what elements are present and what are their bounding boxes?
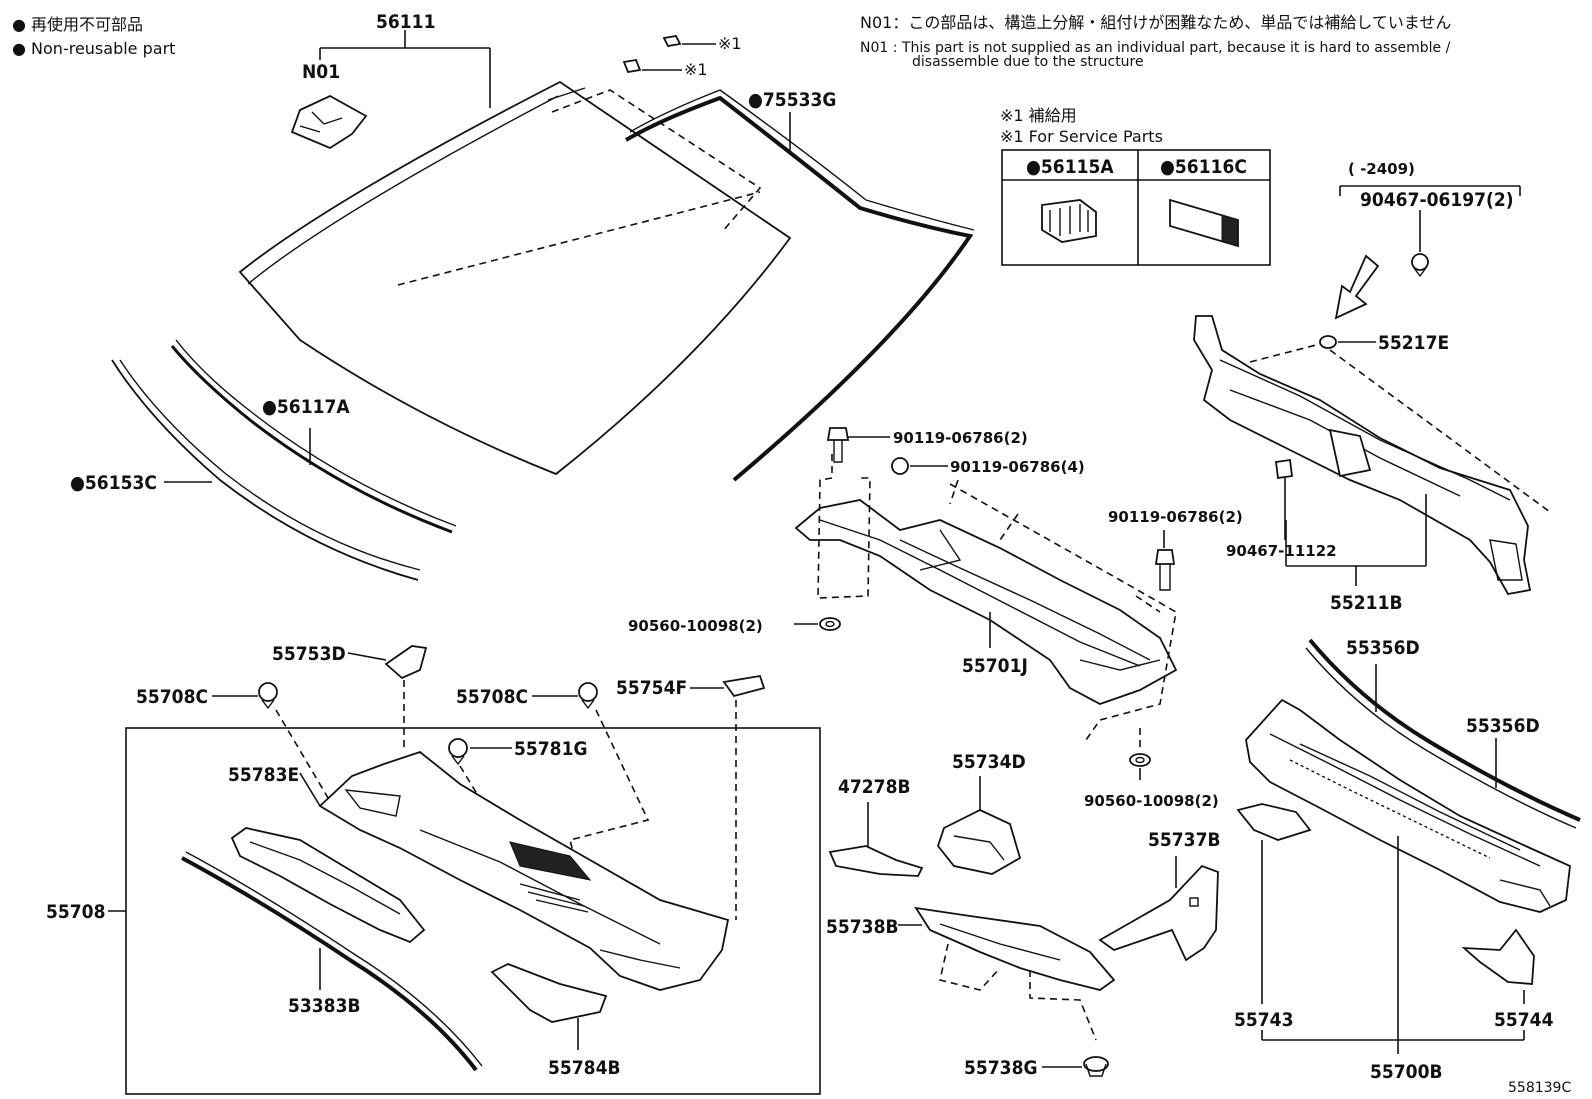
cover-55754f: [722, 674, 766, 698]
label-55356d-top: 55356D: [1346, 637, 1420, 659]
cowl-side-panel-55211b: [1193, 315, 1532, 596]
label-90560-10098-a: 90560-10098(2): [628, 617, 763, 635]
label-90467-06197: 90467-06197(2): [1360, 189, 1514, 211]
label-90119-06786-b: 90119-06786(4): [950, 458, 1085, 476]
bolt-90119-c: [1154, 549, 1176, 591]
bracket-55743: [1236, 803, 1312, 841]
washer-90560-b: [1129, 753, 1151, 767]
label-55708c-left: 55708C: [136, 686, 208, 708]
label-55784b: 55784B: [548, 1057, 621, 1079]
label-56117a: ●56117A: [262, 396, 350, 418]
cowl-top-panel-55701j: [794, 499, 1178, 705]
service-parts-table: ●56115A ●56116C: [1001, 149, 1271, 266]
label-55708c-right: 55708C: [456, 686, 528, 708]
bracket-55744: [1461, 928, 1535, 985]
clip-55708c-left: [258, 682, 278, 710]
service-pad-top: ※1: [662, 34, 742, 53]
label-55781g: 55781G: [514, 738, 588, 760]
bracket-47278b: [828, 845, 924, 877]
mark1-bottom: ※1: [684, 60, 708, 79]
seal-55356d: [1305, 638, 1581, 829]
washer-90560-a: [819, 617, 841, 631]
label-56111: 56111: [376, 11, 435, 33]
label-n01: N01: [302, 61, 340, 83]
bolt-90119-a: [826, 427, 850, 463]
service-pad-bottom: ※1: [622, 58, 708, 79]
bracket-55738b: [914, 906, 1116, 991]
seal-55783e: [230, 827, 426, 944]
label-90119-06786-c: 90119-06786(2): [1108, 508, 1243, 526]
label-55737b: 55737B: [1148, 829, 1221, 851]
label-75533g: ●75533G: [748, 89, 836, 111]
bracket-55737b: [1098, 864, 1219, 962]
label-55754f: 55754F: [616, 677, 687, 699]
label-55738b: 55738B: [826, 916, 899, 938]
cover-55753d: [384, 645, 428, 680]
molding-56153c: [111, 359, 421, 581]
molding-56117a: [170, 339, 457, 534]
label-90467-11122: 90467-11122: [1226, 542, 1337, 560]
legend-en: ● Non-reusable part: [12, 39, 175, 58]
label-56153c: ●56153C: [70, 472, 157, 494]
seal-53383b: [181, 851, 483, 1072]
label-55211b: 55211B: [1330, 592, 1403, 614]
direction-arrow-icon: [1334, 254, 1380, 320]
service-note-jp: ※1 補給用: [1000, 106, 1077, 125]
windshield-glass: [238, 80, 792, 476]
label-90560-10098-b: 90560-10098(2): [1084, 792, 1219, 810]
cowl-panel-55700b: [1245, 698, 1571, 913]
legend-jp: ● 再使用不可部品: [12, 15, 143, 34]
clip-55781g: [448, 738, 468, 766]
label-55701j: 55701J: [962, 655, 1028, 677]
label-55743: 55743: [1234, 1009, 1293, 1031]
weatherstrip-75533g: [624, 89, 975, 482]
service-cell-56115a: ●56115A: [1026, 156, 1114, 178]
service-note-en: ※1 For Service Parts: [1000, 127, 1163, 146]
label-55734d: 55734D: [952, 751, 1026, 773]
label-55783e: 55783E: [228, 764, 299, 786]
label-90119-06786-a: 90119-06786(2): [893, 429, 1028, 447]
label-55753d: 55753D: [272, 643, 346, 665]
service-cell-56116c: ●56116C: [1160, 156, 1247, 178]
tape-56116c-icon: [1169, 198, 1239, 248]
note-n01-en-line1: N01 : This part is not supplied as an in…: [860, 40, 1451, 56]
label-55700b: 55700B: [1370, 1061, 1443, 1083]
bolt-90119-b: [891, 457, 909, 475]
label-55217e: 55217E: [1378, 332, 1449, 354]
bracket-55734d: [936, 809, 1022, 875]
clip-55738g: [1083, 1056, 1109, 1077]
clip-90467-06197: [1411, 253, 1429, 278]
clip-56115a-icon: [1041, 199, 1097, 243]
note-n01-en-line2: disassemble due to the structure: [912, 54, 1144, 70]
clip-55708c-right: [578, 682, 598, 710]
clip-55217e: [1319, 335, 1337, 349]
note-n01-jp: N01：この部品は、構造上分解・組付けが困難なため、単品では補給していません: [860, 13, 1451, 32]
mark1-top: ※1: [718, 34, 742, 53]
label-55708: 55708: [46, 901, 105, 923]
cowl-louver-main: [318, 750, 730, 991]
period-note: ( -2409): [1348, 160, 1415, 178]
label-55356d-right: 55356D: [1466, 715, 1540, 737]
label-55744: 55744: [1494, 1009, 1554, 1031]
label-55738g: 55738G: [964, 1057, 1038, 1079]
mirror-bracket-n01: [290, 94, 368, 150]
diagram-code: 558139C: [1508, 1080, 1571, 1096]
label-47278b: 47278B: [838, 776, 911, 798]
cover-55784b: [490, 963, 608, 1023]
label-53383b: 53383B: [288, 995, 361, 1017]
clip-90467-11122: [1274, 458, 1294, 480]
